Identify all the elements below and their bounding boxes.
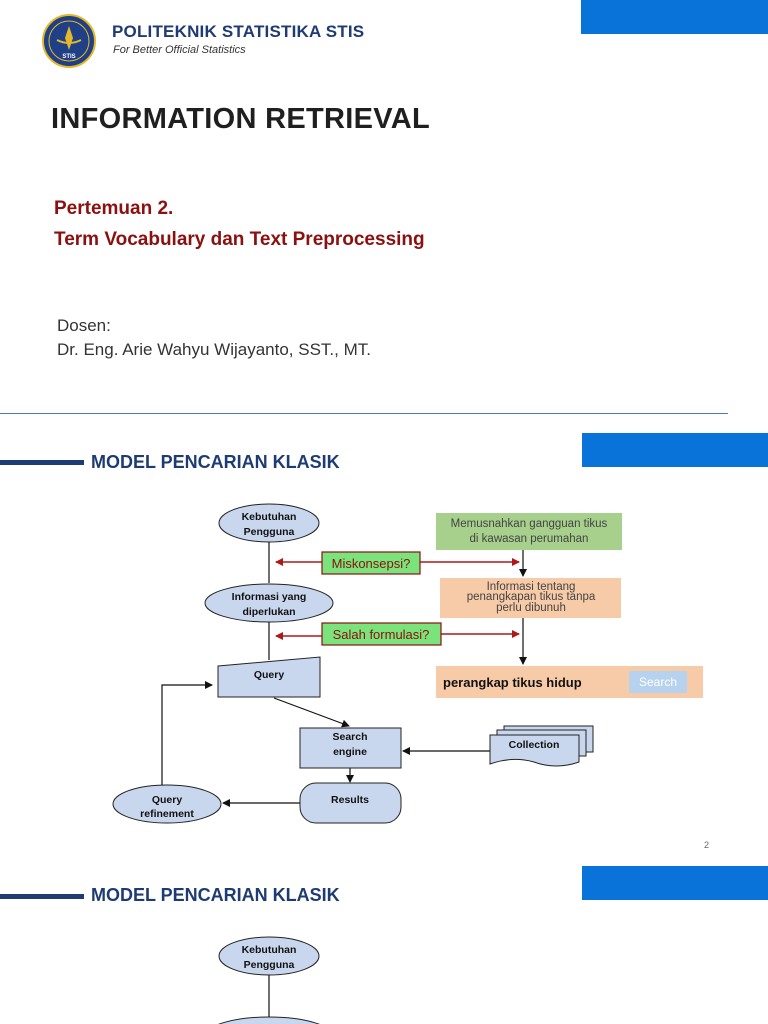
logo-text: STIS	[62, 54, 75, 60]
example-user-need-line-1: Memusnahkan gangguan tikus	[451, 518, 608, 530]
node-results	[299, 782, 402, 824]
node-refinement-label-1: Query	[152, 794, 183, 806]
example-info-need-line-2: penangkapan tikus tanpa	[467, 591, 596, 603]
node-kebutuhan-pengguna	[218, 503, 320, 543]
node-refinement-label-2: refinement	[140, 808, 194, 820]
right-accent-bar	[582, 433, 768, 467]
node-kebutuhan-2-label-2: Pengguna	[244, 959, 295, 971]
label-salah-formulasi	[321, 622, 442, 646]
meeting-topic: Term Vocabulary dan Text Preprocessing	[54, 229, 425, 250]
node-query-refinement	[112, 784, 222, 824]
top-right-accent-bar	[581, 0, 768, 34]
institution-name: POLITEKNIK STATISTIKA STIS	[112, 22, 365, 41]
node-query	[217, 656, 321, 698]
connector-query-search	[273, 697, 350, 728]
heading-rule	[0, 460, 84, 465]
institution-tagline: For Better Official Statistics	[113, 44, 246, 56]
section-heading: MODEL PENCARIAN KLASIK	[91, 452, 340, 472]
label-salah-formulasi-text: Salah formulasi?	[333, 627, 430, 642]
example-search-query: perangkap tikus hidup	[443, 675, 582, 690]
example-info-need-line-1: Informasi tentang	[487, 581, 576, 593]
label-miskonsepsi-text: Miskonsepsi?	[332, 556, 411, 571]
node-query-label: Query	[254, 669, 285, 681]
node-search-engine-label-2: engine	[333, 746, 367, 758]
example-search-button-label: Search	[639, 675, 677, 689]
example-info-need-line-3: perlu dibunuh	[496, 602, 566, 614]
stis-logo-icon: STIS	[42, 14, 96, 68]
section-heading-2: MODEL PENCARIAN KLASIK	[91, 885, 340, 905]
node-kebutuhan-label-1: Kebutuhan	[242, 511, 297, 523]
node-kebutuhan-pengguna-2	[218, 936, 320, 976]
page-number: 2	[704, 840, 710, 850]
lecturer-name: Dr. Eng. Arie Wahyu Wijayanto, SST., MT.	[57, 340, 371, 359]
node-informasi-diperlukan	[204, 583, 334, 623]
example-user-need-box	[436, 513, 622, 550]
example-search-button	[629, 671, 687, 693]
node-informasi-diperlukan-2	[217, 1016, 321, 1024]
heading-rule-2	[0, 894, 84, 899]
example-user-need-line-2: di kawasan perumahan	[470, 533, 589, 545]
connector-refinement-query	[161, 681, 213, 785]
example-info-need-box	[440, 578, 621, 618]
meeting-number: Pertemuan 2.	[54, 198, 174, 219]
node-collection	[489, 725, 594, 767]
course-title: INFORMATION RETRIEVAL	[51, 103, 430, 135]
node-informasi-label-1: Informasi yang	[232, 591, 307, 603]
node-results-label: Results	[331, 794, 369, 806]
right-accent-bar-2	[582, 866, 768, 900]
lecturer-label: Dosen:	[57, 316, 111, 335]
node-kebutuhan-2-label-1: Kebutuhan	[242, 944, 297, 956]
slide-divider	[0, 413, 728, 414]
node-search-engine	[299, 727, 402, 769]
node-kebutuhan-label-2: Pengguna	[244, 526, 295, 538]
node-search-engine-label-1: Search	[332, 731, 367, 743]
node-collection-label: Collection	[509, 739, 560, 751]
label-miskonsepsi	[321, 551, 421, 575]
node-informasi-label-2: diperlukan	[242, 606, 295, 618]
